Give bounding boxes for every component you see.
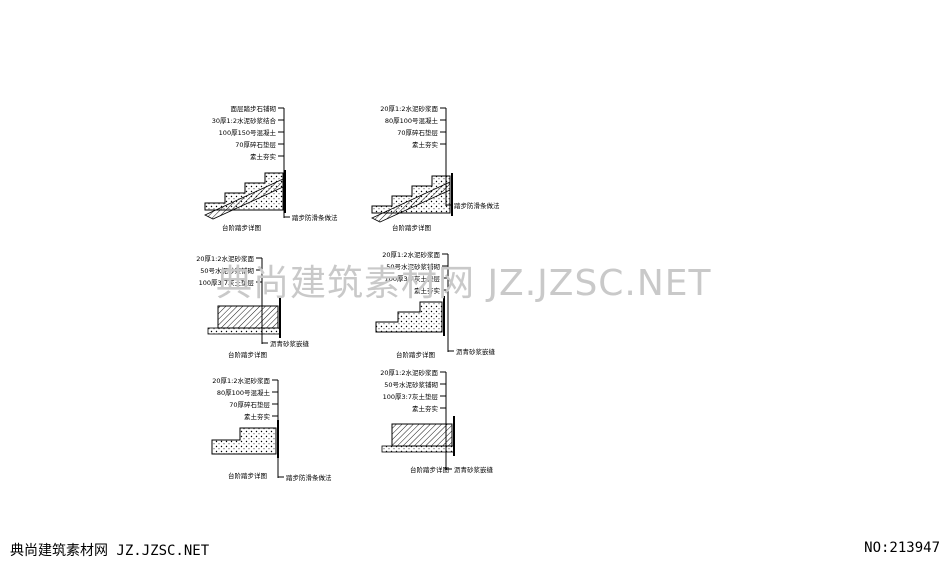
layer-label: 20厚1:2水泥砂浆面 [380, 368, 438, 377]
layer-label: 50号水泥砂浆铺砌 [386, 262, 440, 271]
layer-label: 100厚150号混凝土 [219, 128, 277, 137]
step-block [391, 423, 453, 447]
detail-caption: 台阶踏步详图 [228, 471, 267, 480]
layer-label: 素土夯实 [244, 412, 271, 421]
base-layer [204, 178, 284, 220]
stair-details: 面层踏步石铺砌30厚1:2水泥砂浆结合100厚150号混凝土70厚碎石垫层素土夯… [196, 104, 500, 482]
layer-label: 70厚碎石垫层 [397, 128, 438, 137]
detail-caption: 台阶踏步详图 [228, 350, 267, 359]
edge-note: 沥青砂浆嵌缝 [456, 347, 496, 356]
edge-note: 踏步防滑条做法 [454, 201, 500, 210]
layer-label: 80厚100号混凝土 [385, 116, 439, 125]
layer-label: 100厚3:7灰土垫层 [385, 274, 441, 283]
base-layer [371, 181, 451, 223]
edge-note: 沥青砂浆嵌缝 [270, 339, 310, 348]
layer-label: 20厚1:2水泥砂浆面 [380, 104, 438, 113]
layer-label: 20厚1:2水泥砂浆面 [212, 376, 270, 385]
stair-detail-3: 20厚1:2水泥砂浆面 50号水泥砂浆铺砌 100厚3:7灰土垫层沥青砂浆嵌缝台阶踏… [196, 254, 309, 359]
layer-label: 素土夯实 [250, 152, 277, 161]
layer-label: 80厚100号混凝土 [217, 388, 271, 397]
edge-note: 踏步防滑条做法 [286, 473, 332, 482]
layer-label: 100厚3:7灰土垫层 [383, 392, 439, 401]
stair-section [375, 301, 443, 333]
stair-detail-4: 20厚1:2水泥砂浆面 50号水泥砂浆铺砌 100厚3:7灰土垫层素土夯实沥青砂浆嵌… [375, 250, 496, 359]
layer-label: 20厚1:2水泥砂浆面 [382, 250, 440, 259]
layer-label: 70厚碎石垫层 [229, 400, 270, 409]
layer-label: 素土夯实 [414, 286, 441, 295]
footer-id-label: NO:213947 [864, 540, 940, 556]
stair-detail-2: 20厚1:2水泥砂浆面 80厚100号混凝土 70厚碎石垫层素土夯实踏步防滑条做法台… [371, 104, 500, 232]
layer-label: 20厚1:2水泥砂浆面 [196, 254, 254, 263]
footer-site-label: 典尚建筑素材网 JZ.JZSC.NET [10, 543, 210, 559]
layer-label: 素土夯实 [412, 140, 439, 149]
detail-caption: 台阶踏步详图 [222, 223, 261, 232]
detail-caption: 台阶踏步详图 [392, 223, 431, 232]
layer-label: 50号水泥砂浆铺砌 [384, 380, 438, 389]
layer-label: 100厚3:7灰土垫层 [199, 278, 255, 287]
detail-caption: 台阶踏步详图 [396, 350, 435, 359]
detail-caption: 台阶踏步详图 [410, 465, 449, 474]
layer-label: 30厚1:2水泥砂浆结合 [212, 116, 277, 125]
layer-label: 50号水泥砂浆铺砌 [200, 266, 254, 275]
watermark-text: 典尚建筑素材网 JZ.JZSC.NET [216, 263, 712, 304]
layer-label: 素土夯实 [412, 404, 439, 413]
layer-label: 70厚碎石垫层 [235, 140, 276, 149]
stair-detail-6: 20厚1:2水泥砂浆面 50号水泥砂浆铺砌 100厚3:7灰土垫层素土夯实沥青砂浆嵌… [380, 368, 493, 474]
stair-section [211, 427, 277, 455]
edge-note: 沥青砂浆嵌缝 [454, 465, 494, 474]
layer-label: 面层踏步石铺砌 [231, 104, 277, 113]
edge-note: 踏步防滑条做法 [292, 213, 338, 222]
stair-detail-1: 面层踏步石铺砌 30厚1:2水泥砂浆结合 100厚150号混凝土 70厚碎石垫层素土夯… [204, 104, 338, 232]
step-block [217, 305, 279, 329]
